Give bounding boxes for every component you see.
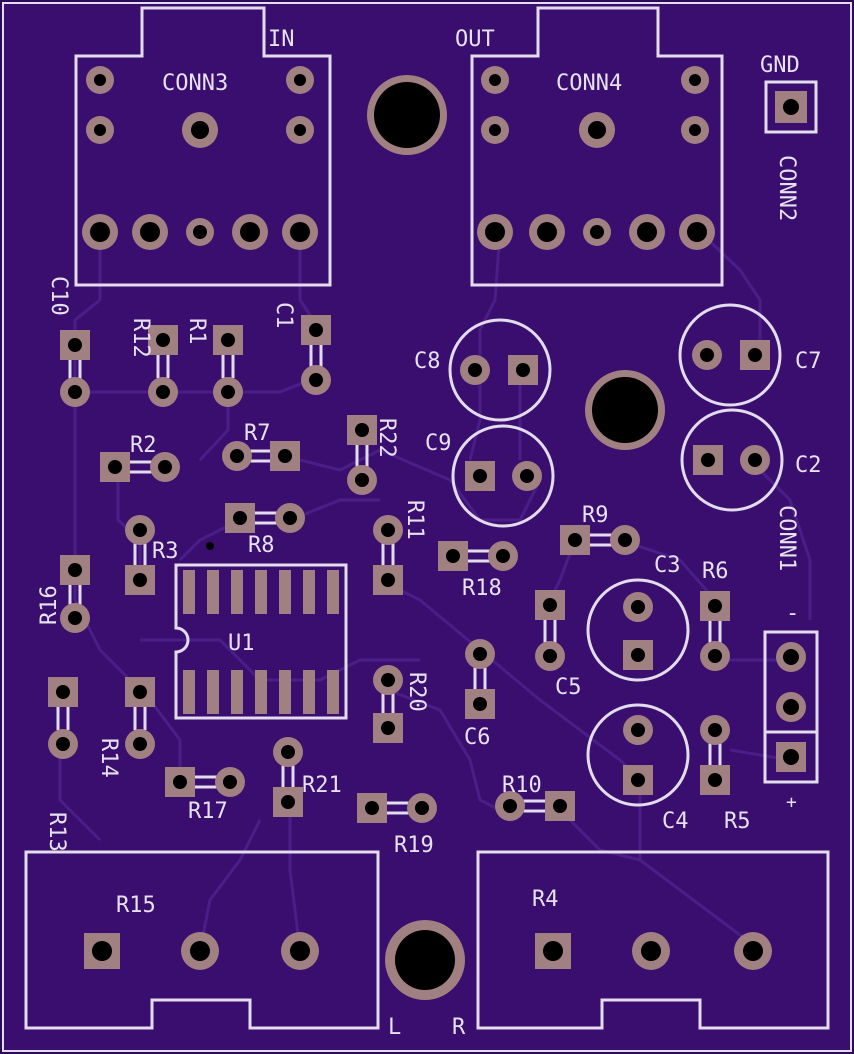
pot-r15: R15 — [24, 850, 380, 1030]
u1-pad — [279, 670, 291, 714]
u1-pad — [303, 570, 315, 614]
label-c9: C9 — [425, 431, 452, 456]
label-c10: C10 — [46, 276, 71, 316]
label-c4: C4 — [662, 809, 689, 834]
label-conn2: CONN2 — [774, 155, 799, 221]
label-r4: R4 — [532, 887, 559, 912]
label-conn4: CONN4 — [556, 71, 622, 96]
c4-body — [586, 703, 690, 807]
u1-pad — [231, 570, 243, 614]
label-r9: R9 — [582, 503, 609, 528]
label-r20: R20 — [404, 672, 429, 712]
label-r6: R6 — [702, 559, 729, 584]
label-r13: R13 — [44, 812, 69, 852]
label-c1: C1 — [271, 302, 296, 329]
electrolytic-caps — [448, 303, 784, 807]
mounting-holes — [367, 75, 665, 1000]
label-conn1-minus: - — [786, 601, 799, 626]
label-c8: C8 — [414, 349, 441, 374]
conn4-jack: OUT CONN4 — [455, 6, 724, 287]
label-conn3: CONN3 — [162, 71, 228, 96]
c8-body — [448, 318, 552, 422]
label-r10: R10 — [502, 773, 542, 798]
label-c5: C5 — [555, 675, 582, 700]
c3-body — [586, 578, 690, 682]
label-gnd: GND — [760, 53, 800, 78]
conn3-jack: IN CONN3 — [74, 6, 332, 287]
u1-pad — [207, 670, 219, 714]
label-left: L — [388, 1015, 401, 1040]
label-r16: R16 — [37, 585, 62, 625]
u1-pad — [183, 670, 195, 714]
conn2-gnd: GND CONN2 — [760, 53, 818, 221]
c2-body — [680, 408, 784, 512]
label-conn1: CONN1 — [774, 505, 799, 571]
u1-pad — [231, 670, 243, 714]
label-r2: R2 — [130, 433, 157, 458]
u1-pad — [327, 570, 339, 614]
c7-body — [678, 303, 782, 407]
pot-r4: R4 — [476, 850, 830, 1030]
label-r11: R11 — [402, 500, 427, 540]
label-r8: R8 — [248, 533, 275, 558]
label-r15: R15 — [116, 893, 156, 918]
label-r21: R21 — [302, 773, 342, 798]
label-out: OUT — [455, 27, 495, 52]
label-u1: U1 — [228, 631, 255, 656]
label-c6: C6 — [464, 725, 491, 750]
label-r7: R7 — [244, 421, 271, 446]
label-r14: R14 — [96, 738, 121, 778]
u1-pad — [327, 670, 339, 714]
conn3-outline — [74, 6, 332, 287]
component-labels: C10 R12 R1 C1 C8 C7 C9 C2 R2 R7 R22 R9 R… — [37, 276, 822, 858]
label-r5: R5 — [724, 809, 751, 834]
label-r12: R12 — [128, 318, 153, 358]
label-c2: C2 — [795, 453, 822, 478]
label-c7: C7 — [795, 349, 822, 374]
label-conn1-plus: + — [786, 792, 797, 813]
label-r3: R3 — [152, 539, 179, 564]
label-r17: R17 — [188, 799, 228, 824]
c9-body — [451, 424, 555, 528]
u1-pad — [255, 570, 267, 614]
small-components — [48, 315, 730, 823]
label-r19: R19 — [394, 833, 434, 858]
u1-pad — [255, 670, 267, 714]
label-in: IN — [268, 27, 295, 52]
copper-traces — [58, 230, 812, 952]
label-r22: R22 — [374, 418, 399, 458]
u1-ic: U1 — [174, 542, 348, 720]
label-c3: C3 — [654, 553, 681, 578]
conn1-power: CONN1 - + — [763, 505, 819, 813]
conn4-outline — [470, 6, 724, 287]
u1-pad — [303, 670, 315, 714]
label-r18: R18 — [462, 576, 502, 601]
label-r1: R1 — [184, 318, 209, 345]
label-right: R — [452, 1015, 466, 1040]
u1-pad — [279, 570, 291, 614]
u1-pad — [183, 570, 195, 614]
u1-pad — [207, 570, 219, 614]
